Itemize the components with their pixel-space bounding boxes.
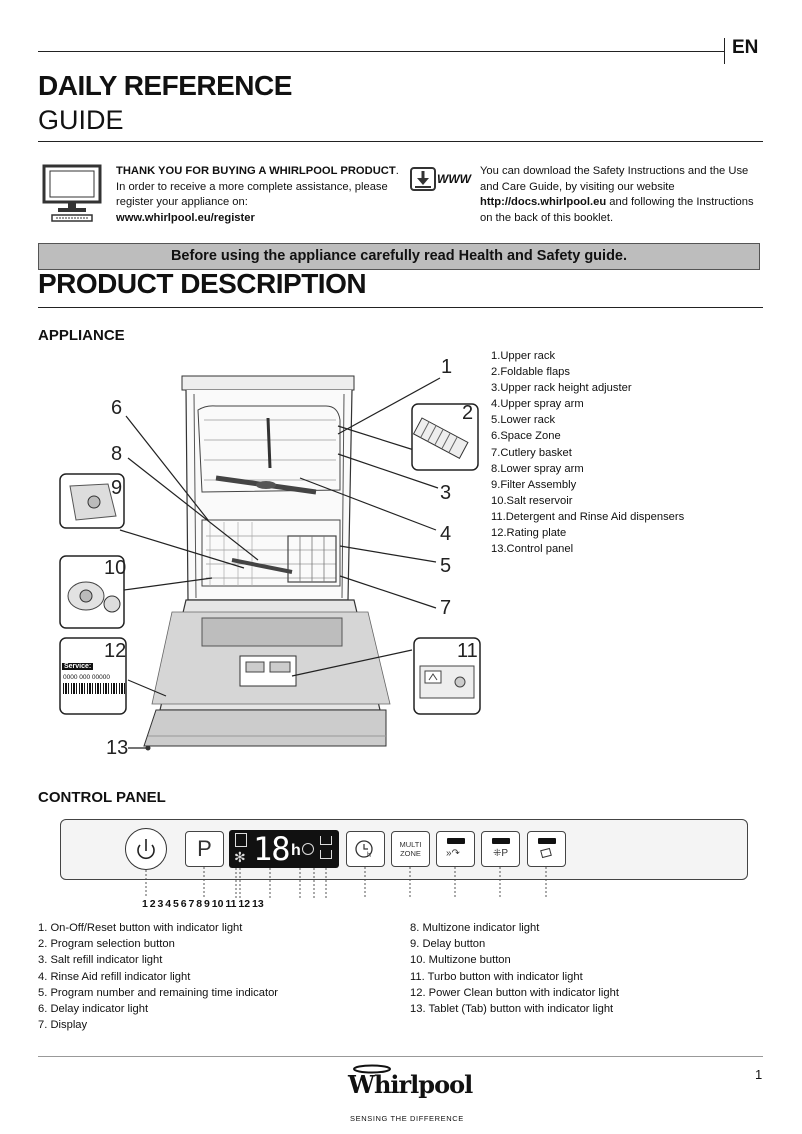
svg-text:h: h: [367, 852, 371, 859]
panel-number-row: 1 2 3 4 5 6 7 8 9 10 11 12 13: [142, 898, 264, 910]
list-item: 3. Salt refill indicator light: [38, 954, 163, 967]
docs-link[interactable]: http://docs.whirlpool.eu: [480, 196, 607, 208]
list-item: 8. Multizone indicator light: [410, 922, 540, 934]
thank-you-text: THANK YOU FOR BUYING A WHIRLPOOL PRODUCT: [116, 165, 396, 177]
turbo-button[interactable]: »↷: [436, 831, 475, 867]
legend-item: 3.Upper rack height adjuster: [491, 382, 632, 395]
list-item: 2. Program selection button: [38, 938, 175, 951]
multizone-button[interactable]: MULTI ZONE: [391, 831, 430, 867]
multizone-indicator-icon-lower: [320, 850, 332, 859]
whirlpool-logo: Whirlpool: [344, 1064, 473, 1108]
legend-item: 4.Upper spray arm: [491, 398, 584, 411]
appliance-legend: 1.Upper rack 2.Foldable flaps 3.Upper ra…: [491, 348, 684, 557]
legend-item: 6.Space Zone: [491, 430, 561, 443]
control-panel-list-left: 1. On-Off/Reset button with indicator li…: [38, 920, 278, 1033]
list-item: 4. Rinse Aid refill indicator light: [38, 970, 191, 983]
delay-indicator-icon: [302, 843, 314, 855]
delay-button[interactable]: h: [346, 831, 385, 867]
page-title-line1: DAILY REFERENCE: [38, 70, 292, 101]
brand-tagline: SENSING THE DIFFERENCE: [350, 1114, 464, 1123]
list-item: 9. Delay button: [410, 938, 486, 951]
page-number: 1: [755, 1067, 763, 1082]
brand-name: Whirlpool: [348, 1070, 473, 1099]
list-item: 6. Delay indicator light: [38, 1003, 149, 1016]
language-code: EN: [732, 37, 759, 58]
lang-divider: [724, 38, 725, 64]
control-panel-heading: CONTROL PANEL: [38, 789, 166, 806]
callout-11: 11: [457, 640, 478, 662]
turbo-indicator-light: [447, 838, 465, 844]
multizone-label-bottom: ZONE: [400, 849, 421, 858]
safety-banner: Before using the appliance carefully rea…: [38, 243, 760, 270]
callout-4: 4: [440, 523, 452, 545]
legend-item: 10.Salt reservoir: [491, 494, 573, 507]
callout-1: 1: [441, 356, 453, 378]
legend-item: 11.Detergent and Rinse Aid dispensers: [491, 510, 685, 523]
control-panel-list-right: 8. Multizone indicator light 9. Delay bu…: [410, 920, 619, 1017]
callout-8: 8: [111, 443, 123, 465]
legend-item: 7.Cutlery basket: [491, 446, 572, 459]
legend-item: 13.Control panel: [491, 543, 574, 556]
power-icon: [137, 839, 155, 860]
section-rule: [38, 307, 763, 308]
www-label: WWW: [437, 172, 471, 186]
tablet-indicator-light: [538, 838, 556, 844]
rating-plate-number: 0000 000 00000: [63, 674, 110, 681]
power-clean-button[interactable]: ⁜P: [481, 831, 520, 867]
list-item: 13. Tablet (Tab) button with indicator l…: [410, 1003, 614, 1016]
list-item: 12. Power Clean button with indicator li…: [410, 986, 619, 999]
callout-5: 5: [440, 555, 452, 577]
download-www-icon: [410, 167, 472, 198]
callout-3: 3: [440, 482, 452, 504]
rating-plate-service-label: Service:: [62, 663, 94, 670]
callout-7: 7: [440, 597, 452, 619]
power-button[interactable]: [125, 828, 167, 870]
power-clean-indicator-light: [492, 838, 510, 844]
legend-item: 5.Lower rack: [491, 414, 556, 427]
legend-item: 8.Lower spray arm: [491, 462, 584, 475]
appliance-heading: APPLIANCE: [38, 327, 125, 344]
title-rule: [38, 141, 763, 142]
rinse-aid-indicator-icon: ✻: [234, 849, 246, 865]
callout-12: 12: [104, 640, 127, 662]
multizone-indicator-icon: [320, 836, 332, 845]
multizone-label-top: MULTI: [399, 840, 422, 849]
list-item: 1. On-Off/Reset button with indicator li…: [38, 922, 243, 934]
dishwasher-diagram: [56, 350, 486, 760]
footer-rule: [38, 1056, 763, 1057]
tablet-button[interactable]: [527, 831, 566, 867]
list-item: 11. Turbo button with indicator light: [410, 970, 583, 983]
program-time-display: 18: [253, 830, 291, 868]
top-rule: [38, 51, 724, 52]
page-title-line2: GUIDE: [38, 105, 124, 135]
rating-plate-barcode: [63, 683, 125, 694]
computer-icon: [42, 164, 104, 229]
program-button[interactable]: P: [185, 831, 224, 867]
legend-item: 1.Upper rack: [491, 350, 556, 362]
section-title: PRODUCT DESCRIPTION: [38, 268, 367, 299]
callout-2: 2: [462, 402, 474, 424]
power-clean-icon: ⁜P: [493, 848, 509, 859]
salt-indicator-icon: [235, 833, 247, 847]
legend-item: 9.Filter Assembly: [491, 478, 577, 491]
download-text: You can download the Safety Instructions…: [480, 165, 754, 224]
list-item: 7. Display: [38, 1019, 88, 1032]
callout-6: 6: [111, 397, 123, 419]
list-item: 10. Multizone button: [410, 954, 511, 967]
callout-10: 10: [104, 557, 127, 579]
registration-text: THANK YOU FOR BUYING A WHIRLPOOL PRODUCT…: [116, 164, 406, 226]
legend-item: 2.Foldable flaps: [491, 366, 570, 379]
turbo-icon: »↷: [446, 848, 460, 859]
callout-9: 9: [111, 477, 123, 499]
list-item: 5. Program number and remaining time ind…: [38, 986, 279, 999]
hours-unit: h: [291, 842, 301, 859]
delay-clock-icon: h: [355, 840, 373, 859]
display-panel: ✻ 18 h: [229, 830, 339, 868]
legend-item: 12.Rating plate: [491, 527, 567, 540]
callout-13: 13: [106, 737, 129, 759]
register-link[interactable]: www.whirlpool.eu/register: [116, 211, 255, 224]
logo-swoosh-icon: [353, 1064, 391, 1074]
